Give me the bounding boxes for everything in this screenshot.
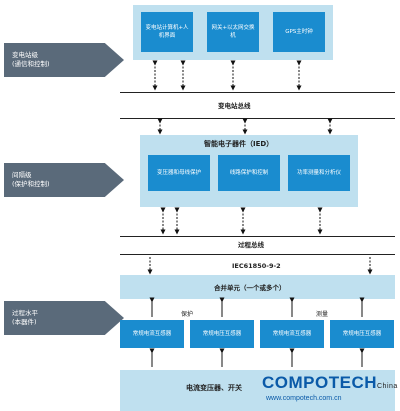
line-protection-control-box: 线路保护和控制	[218, 155, 280, 191]
station-computer-box: 变电站计算机+人机界面	[141, 12, 193, 52]
station-level-arrow: 变电站级 (通信和控制)	[4, 43, 124, 77]
bay-level-subtitle: (保护和控制)	[12, 180, 50, 188]
bottom-label: 电流变压器、开关	[186, 384, 242, 392]
process-level-subtitle: (本器件)	[12, 318, 37, 326]
power-meter-box: 功率测量和分析仪	[288, 155, 350, 191]
iec-standard-label: IEC61850-9-2	[232, 262, 281, 270]
station-bus-label: 变电站总线	[218, 102, 251, 110]
merging-unit-label: 合并单元（一个或多个）	[214, 284, 286, 292]
voltage-transformer-box-1: 常规电压互感器	[190, 320, 254, 348]
gateway-switch-box: 网关+以太网交换机	[207, 12, 259, 52]
measurement-label: 测量	[316, 311, 329, 318]
watermark-url: www.compotech.com.cn	[266, 395, 342, 402]
bay-level-arrow: 间隔级 (保护和控制)	[4, 163, 124, 197]
protection-label: 保护	[181, 311, 194, 318]
bottom-panel	[120, 370, 395, 411]
ied-title: 智能电子器件（IED）	[204, 140, 274, 148]
bay-level-title: 间隔级	[12, 171, 32, 179]
station-level-title: 变电站级	[12, 51, 38, 59]
station-bus-line-bottom	[120, 118, 395, 119]
process-level-arrow: 过程水平 (本器件)	[4, 301, 124, 335]
gps-clock-box: GPS主时钟	[273, 12, 325, 52]
process-bus-line-bottom	[120, 254, 395, 255]
watermark-brand-text: COMPOTECH	[262, 373, 377, 392]
current-transformer-box-1: 常规电流互感器	[120, 320, 184, 348]
watermark-suffix: China	[377, 383, 398, 390]
process-bus-label: 过程总线	[238, 241, 264, 249]
watermark-brand: COMPOTECHChina	[262, 373, 398, 393]
process-level-title: 过程水平	[12, 309, 38, 317]
station-bus-line-top	[120, 92, 395, 93]
merging-unit-panel	[120, 275, 395, 299]
current-transformer-box-2: 常规电流互感器	[260, 320, 324, 348]
station-level-subtitle: (通信和控制)	[12, 60, 50, 68]
voltage-transformer-box-2: 常规电压互感器	[330, 320, 394, 348]
process-bus-line-top	[120, 236, 395, 237]
transformer-busbar-protection-box: 变压器和母线保护	[148, 155, 210, 191]
